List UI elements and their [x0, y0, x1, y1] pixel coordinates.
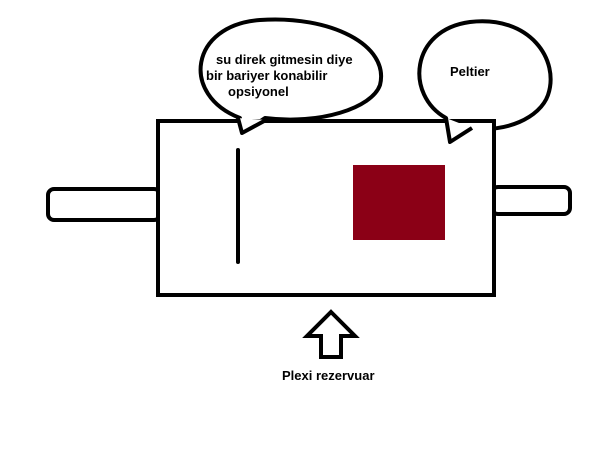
barrier-note-line-2: bir bariyer konabilir [206, 68, 327, 83]
peltier-block [353, 165, 445, 240]
right-pipe [490, 185, 572, 216]
peltier-note-text: Peltier [450, 64, 490, 79]
up-arrow-icon [302, 309, 360, 359]
reservoir-label: Plexi rezervuar [282, 368, 375, 383]
peltier-note-bubble: Peltier [417, 19, 553, 145]
barrier-note-line-3: opsiyonel [228, 84, 289, 99]
barrier-note-bubble-outline [198, 17, 384, 137]
peltier-note-bubble-outline [417, 19, 553, 145]
barrier-note-bubble: su direk gitmesin diye bir bariyer konab… [198, 17, 384, 137]
barrier-note-line-1: su direk gitmesin diye [216, 52, 353, 67]
peltier-note-tail [444, 117, 474, 144]
barrier-note-tail [236, 117, 267, 135]
left-pipe [46, 187, 162, 222]
